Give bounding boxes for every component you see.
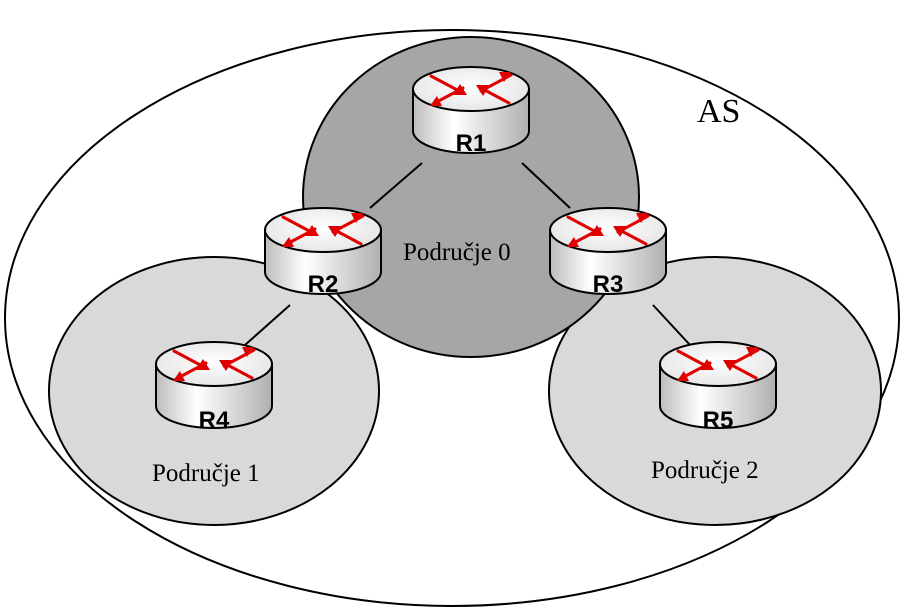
router-r1-label: R1 bbox=[456, 130, 487, 157]
link-r3-r5 bbox=[652, 304, 691, 346]
router-r5-label: R5 bbox=[703, 407, 734, 434]
router-r2: R2 bbox=[263, 206, 383, 298]
area-0-label: Područje 0 bbox=[403, 239, 511, 266]
router-r3-label: R3 bbox=[593, 271, 624, 298]
link-r1-r3 bbox=[521, 162, 571, 209]
router-r3: R3 bbox=[548, 206, 668, 298]
router-r4: R4 bbox=[154, 340, 274, 434]
router-r1: R1 bbox=[411, 65, 531, 157]
link-r1-r2 bbox=[369, 162, 423, 209]
as-label: AS bbox=[697, 93, 740, 130]
area-1-label: Područje 1 bbox=[152, 460, 260, 487]
area-2-label: Područje 2 bbox=[651, 457, 759, 484]
router-r2-label: R2 bbox=[308, 271, 339, 298]
router-r4-label: R4 bbox=[199, 407, 230, 434]
router-r5: R5 bbox=[658, 340, 778, 434]
link-r2-r4 bbox=[244, 304, 291, 346]
